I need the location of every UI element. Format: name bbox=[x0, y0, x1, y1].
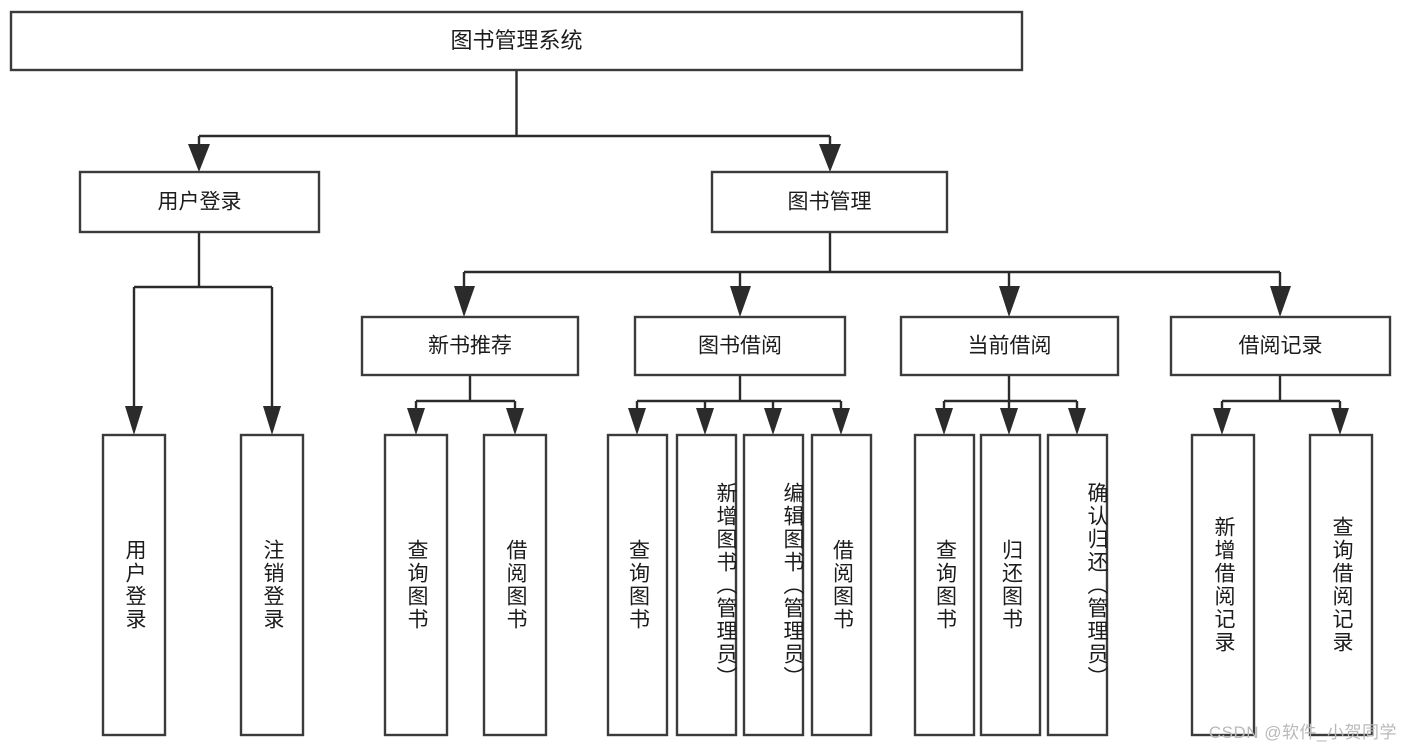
node-box-leaf-confirm-return[interactable] bbox=[1046, 433, 1109, 737]
node-box-leaf-borrow-book[interactable] bbox=[810, 433, 873, 737]
node-box-leaf-edit-book[interactable] bbox=[742, 433, 805, 737]
node-box-leaf-user-logout[interactable] bbox=[239, 433, 305, 737]
arrow-icon-to-leaf-user-login bbox=[125, 406, 143, 435]
node-box-borrow-record[interactable] bbox=[1169, 315, 1392, 377]
arrow-icon-to-user-login bbox=[188, 144, 210, 172]
node-label-new-book-recommend: 新书推荐 bbox=[428, 335, 512, 358]
boxes-layer: 图书管理系统 用户登录 图书管理 新书推荐 图书借阅 当前借阅 借阅记录 bbox=[9, 10, 1392, 737]
node-box-book-manage[interactable] bbox=[710, 170, 949, 234]
arrow-icon-to-leaf-query-borrow-record bbox=[1331, 408, 1349, 435]
node-box-leaf-borrow-book-recommend[interactable] bbox=[482, 433, 548, 737]
node-label-borrow-record: 借阅记录 bbox=[1239, 335, 1323, 358]
node-box-book-borrow[interactable] bbox=[633, 315, 847, 377]
node-box-leaf-query-book-current[interactable] bbox=[913, 433, 976, 737]
arrow-icon-to-book-manage bbox=[819, 144, 841, 172]
arrow-icon-to-leaf-confirm-return bbox=[1068, 408, 1086, 435]
arrow-icon-to-borrow-record bbox=[1270, 286, 1291, 317]
node-box-leaf-add-book[interactable] bbox=[675, 433, 738, 737]
node-label-book-manage: 图书管理 bbox=[788, 191, 872, 214]
arrow-icon-to-leaf-return-book bbox=[1000, 408, 1018, 435]
node-box-leaf-query-borrow-record[interactable] bbox=[1308, 433, 1374, 737]
arrow-icon-to-new-book-recommend bbox=[454, 286, 475, 317]
node-label-book-borrow: 图书借阅 bbox=[698, 335, 782, 358]
node-box-user-login[interactable] bbox=[78, 170, 321, 234]
arrow-icon-to-leaf-user-logout bbox=[263, 406, 281, 435]
arrow-icon-to-current-borrow bbox=[999, 286, 1020, 317]
arrow-icon-to-leaf-query-book-borrow bbox=[628, 408, 646, 435]
arrow-icon-to-leaf-borrow-book-recommend bbox=[506, 408, 524, 435]
arrowheads-layer bbox=[125, 144, 1349, 435]
node-label-user-login: 用户登录 bbox=[158, 191, 242, 214]
arrow-icon-to-leaf-edit-book bbox=[764, 408, 782, 435]
node-box-new-book-recommend[interactable] bbox=[360, 315, 580, 377]
watermark-label: CSDN @软件_小贺同学 bbox=[1208, 723, 1397, 742]
node-box-leaf-query-book-borrow[interactable] bbox=[606, 433, 669, 737]
node-box-leaf-query-book-recommend[interactable] bbox=[383, 433, 449, 737]
arrow-icon-to-leaf-add-borrow-record bbox=[1213, 408, 1231, 435]
node-box-current-borrow[interactable] bbox=[899, 315, 1120, 377]
node-box-leaf-return-book[interactable] bbox=[979, 433, 1042, 737]
arrow-icon-to-leaf-add-book bbox=[696, 408, 714, 435]
node-box-leaf-user-login[interactable] bbox=[101, 433, 167, 737]
arrow-icon-to-leaf-query-book-recommend bbox=[407, 408, 425, 435]
arrow-icon-to-book-borrow bbox=[730, 286, 751, 317]
arrow-icon-to-leaf-query-book-current bbox=[935, 408, 953, 435]
node-box-leaf-add-borrow-record[interactable] bbox=[1190, 433, 1256, 737]
node-label-root: 图书管理系统 bbox=[450, 28, 582, 53]
node-label-current-borrow: 当前借阅 bbox=[968, 335, 1052, 358]
arrow-icon-to-leaf-borrow-book bbox=[832, 408, 850, 435]
node-box-root[interactable] bbox=[9, 10, 1024, 72]
